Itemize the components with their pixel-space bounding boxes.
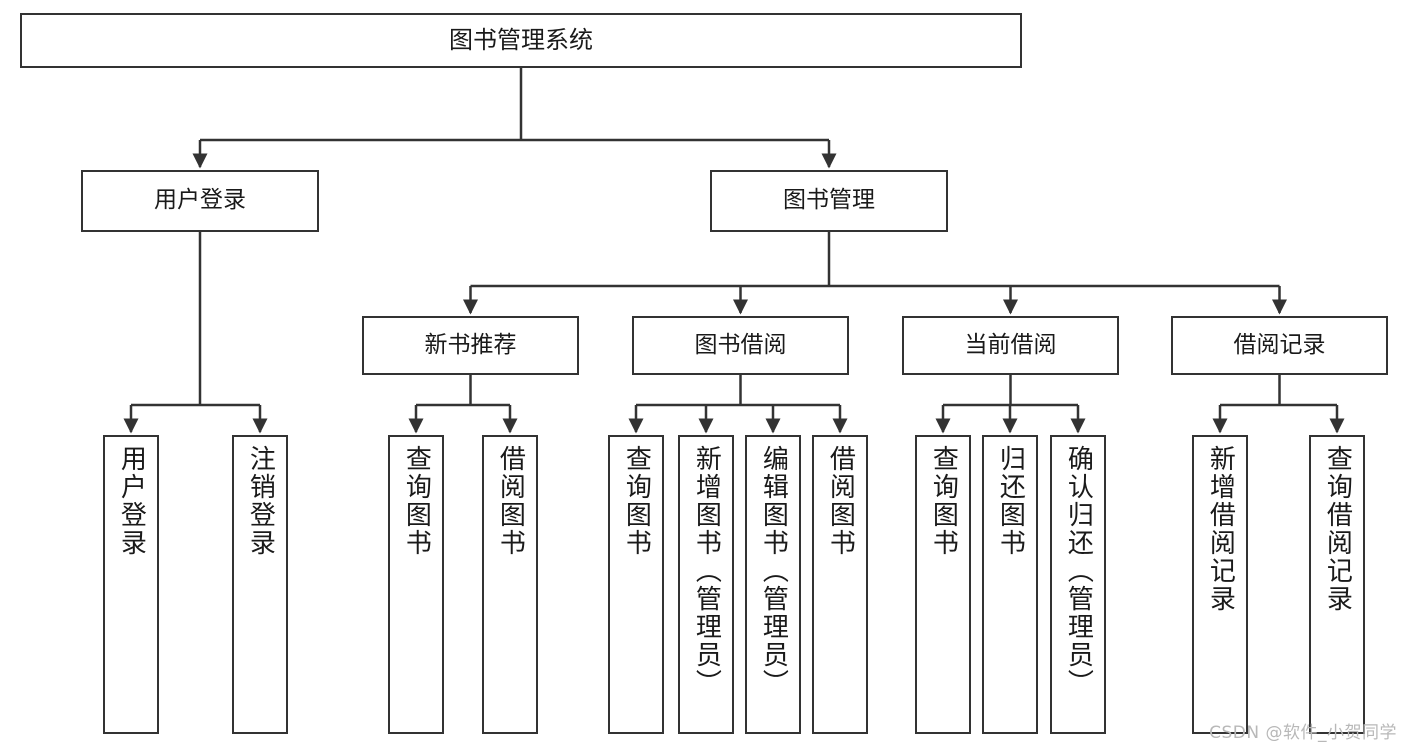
node-label: 借阅图书 xyxy=(825,445,856,557)
node-user_login[interactable]: 用户登录 xyxy=(81,170,319,232)
node-label: 图书管理 xyxy=(783,187,875,214)
node-label: 新增图书（管理员） xyxy=(691,445,722,697)
node-label: 查询图书 xyxy=(401,445,432,557)
node-label: 查询图书 xyxy=(621,445,652,557)
node-label: 查询图书 xyxy=(928,445,959,557)
node-label: 图书借阅 xyxy=(694,331,787,358)
node-leaf_bb_add[interactable]: 新增图书（管理员） xyxy=(678,435,734,734)
node-label: 用户登录 xyxy=(116,445,147,557)
node-leaf_nbr_borrow[interactable]: 借阅图书 xyxy=(482,435,538,734)
node-leaf_bb_edit[interactable]: 编辑图书（管理员） xyxy=(745,435,801,734)
node-label: 用户登录 xyxy=(154,187,246,214)
node-leaf_bb_query[interactable]: 查询图书 xyxy=(608,435,664,734)
node-leaf_logout[interactable]: 注销登录 xyxy=(232,435,288,734)
node-label: 新书推荐 xyxy=(424,331,517,358)
node-leaf_cb_confirm[interactable]: 确认归还（管理员） xyxy=(1050,435,1106,734)
node-book_borrow[interactable]: 图书借阅 xyxy=(632,316,849,375)
node-leaf_br_add[interactable]: 新增借阅记录 xyxy=(1192,435,1248,734)
node-leaf_bb_borrow[interactable]: 借阅图书 xyxy=(812,435,868,734)
node-current_borrow[interactable]: 当前借阅 xyxy=(902,316,1119,375)
node-label: 编辑图书（管理员） xyxy=(758,445,789,697)
node-label: 图书管理系统 xyxy=(449,26,593,55)
node-label: 确认归还（管理员） xyxy=(1063,445,1094,697)
node-label: 新增借阅记录 xyxy=(1205,445,1236,613)
watermark-text: CSDN @软件_小贺同学 xyxy=(1209,723,1397,743)
node-leaf_cb_query[interactable]: 查询图书 xyxy=(915,435,971,734)
node-label: 注销登录 xyxy=(245,445,276,557)
node-new_book_rec[interactable]: 新书推荐 xyxy=(362,316,579,375)
node-label: 借阅记录 xyxy=(1233,331,1326,358)
node-label: 借阅图书 xyxy=(495,445,526,557)
node-label: 归还图书 xyxy=(995,445,1026,557)
node-leaf_user_login[interactable]: 用户登录 xyxy=(103,435,159,734)
node-borrow_record[interactable]: 借阅记录 xyxy=(1171,316,1388,375)
node-root[interactable]: 图书管理系统 xyxy=(20,13,1022,68)
node-label: 查询借阅记录 xyxy=(1322,445,1353,613)
node-leaf_br_query[interactable]: 查询借阅记录 xyxy=(1309,435,1365,734)
node-leaf_nbr_query[interactable]: 查询图书 xyxy=(388,435,444,734)
node-label: 当前借阅 xyxy=(964,331,1057,358)
node-book_manage[interactable]: 图书管理 xyxy=(710,170,948,232)
node-leaf_cb_return[interactable]: 归还图书 xyxy=(982,435,1038,734)
